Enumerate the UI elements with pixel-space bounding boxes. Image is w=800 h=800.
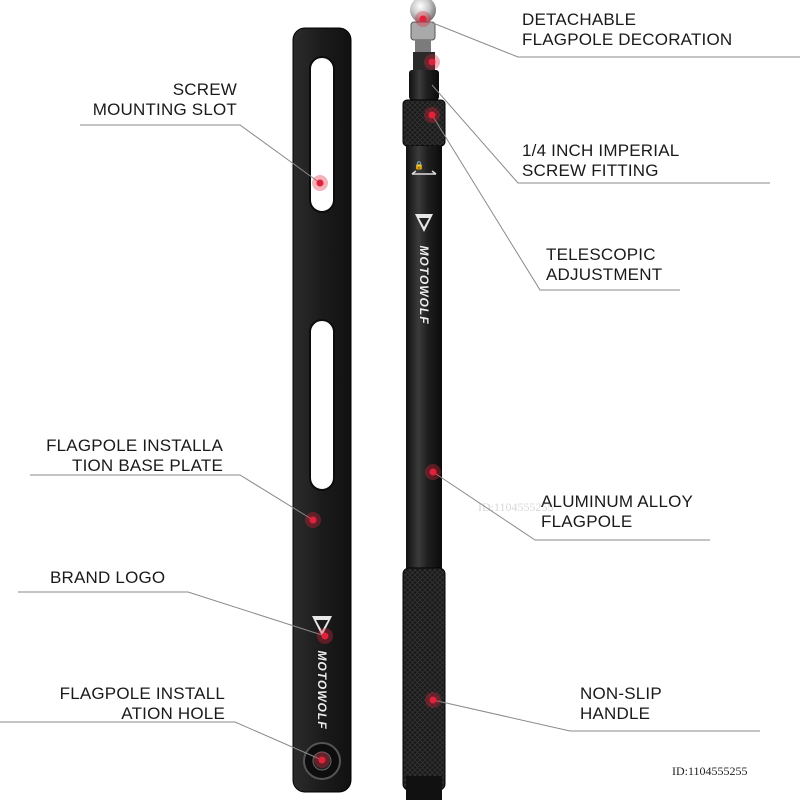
callout-brand-logo: BRAND LOGO bbox=[50, 568, 165, 588]
callout-line: TELESCOPIC bbox=[546, 245, 656, 264]
callout-line: FLAGPOLE INSTALL bbox=[59, 684, 225, 703]
pole-logo-icon bbox=[415, 214, 433, 232]
pole-tube bbox=[406, 146, 442, 568]
marker-screw-slot bbox=[312, 175, 328, 191]
callout-installation-hole: FLAGPOLE INSTALL ATION HOLE bbox=[60, 684, 225, 724]
screw-mounting-slot bbox=[309, 56, 335, 213]
marker-screw-fitting bbox=[424, 54, 440, 70]
callout-line: FLAGPOLE bbox=[541, 512, 633, 531]
marker-flagpole bbox=[425, 464, 441, 480]
callout-aluminum-flagpole: ALUMINUM ALLOY FLAGPOLE bbox=[541, 492, 693, 532]
callout-screw-fitting: 1/4 INCH IMPERIAL SCREW FITTING bbox=[522, 141, 679, 181]
lower-mounting-slot bbox=[309, 319, 335, 491]
callout-detachable-decoration: DETACHABLE FLAGPOLE DECORATION bbox=[522, 10, 732, 50]
plate-logo-icon bbox=[312, 616, 332, 636]
callout-line: MOUNTING SLOT bbox=[92, 100, 237, 119]
callout-line: BRAND LOGO bbox=[50, 568, 166, 587]
leader-lines bbox=[0, 18, 800, 761]
marker-install-hole bbox=[314, 752, 330, 768]
callout-base-plate: FLAGPOLE INSTALLA TION BASE PLATE bbox=[46, 436, 223, 476]
callout-line: SCREW bbox=[172, 80, 237, 99]
callout-line: HANDLE bbox=[580, 704, 651, 723]
callout-line: FLAGPOLE INSTALLA bbox=[46, 436, 223, 455]
marker-telescopic bbox=[424, 107, 440, 123]
callout-line: ALUMINUM ALLOY bbox=[541, 492, 694, 511]
svg-text:🔒: 🔒 bbox=[414, 161, 424, 170]
callout-line: SCREW FITTING bbox=[522, 161, 659, 180]
locking-collar bbox=[402, 99, 446, 147]
plate-brand-logo: MOTOWOLF bbox=[315, 650, 329, 730]
callout-line: NON-SLIP bbox=[580, 684, 662, 703]
marker-decoration bbox=[415, 11, 431, 27]
non-slip-handle-grip bbox=[402, 567, 446, 791]
decoration-nut bbox=[410, 21, 436, 41]
callout-screw-mounting-slot: SCREW MOUNTING SLOT bbox=[93, 80, 237, 120]
watermark-center: ID:1104555255 bbox=[478, 500, 554, 514]
marker-handle bbox=[425, 692, 441, 708]
callout-line: 1/4 INCH IMPERIAL bbox=[522, 141, 680, 160]
decoration-ball bbox=[410, 0, 436, 23]
callout-line: DETACHABLE bbox=[522, 10, 637, 29]
marker-brand-logo bbox=[317, 628, 333, 644]
callout-line: ATION HOLE bbox=[121, 704, 225, 723]
marker-base-plate bbox=[305, 512, 321, 528]
pole-brand-logo: MOTOWOLF bbox=[417, 245, 431, 325]
callout-non-slip-handle: NON-SLIP HANDLE bbox=[580, 684, 662, 724]
callout-telescopic-adjustment: TELESCOPIC ADJUSTMENT bbox=[546, 245, 662, 285]
callout-line: FLAGPOLE DECORATION bbox=[522, 30, 733, 49]
callout-line: ADJUSTMENT bbox=[546, 265, 663, 284]
callout-line: TION BASE PLATE bbox=[71, 456, 223, 475]
flagpole: 🔒 bbox=[402, 0, 446, 800]
watermark-corner: ID:1104555255 bbox=[672, 764, 748, 778]
installation-hole bbox=[303, 742, 341, 780]
